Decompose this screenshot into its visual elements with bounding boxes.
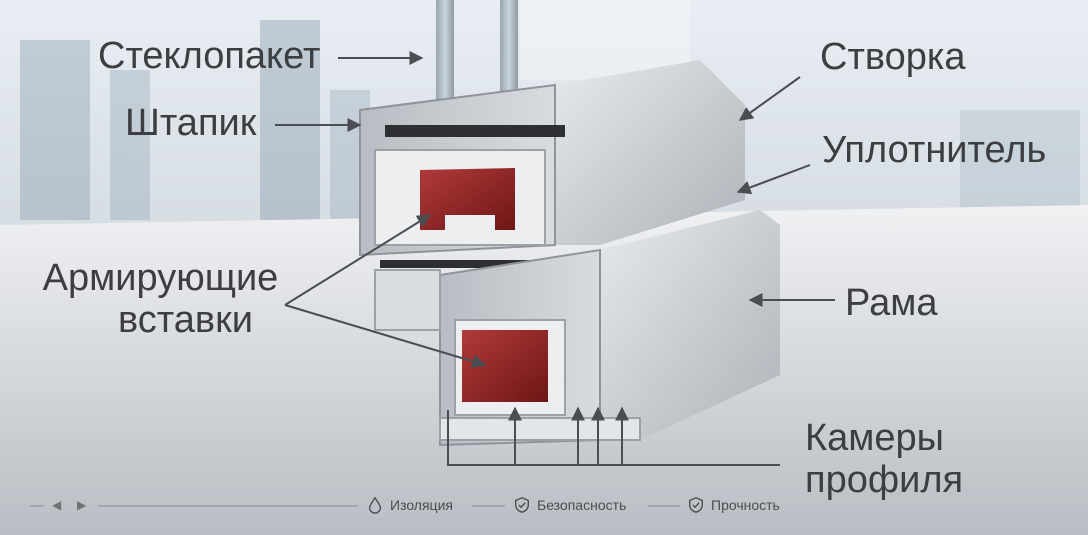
label-seal: Уплотнитель xyxy=(822,129,1047,171)
label-chambers-line2: профиля xyxy=(805,458,964,501)
pointer-sash xyxy=(738,76,801,121)
label-bead: Штапик xyxy=(125,102,257,144)
droplet-icon xyxy=(368,496,382,514)
label-chambers-line1: Камеры xyxy=(805,417,944,459)
pointer-reinforcement-upper xyxy=(284,214,432,306)
shield-check-icon xyxy=(689,497,703,513)
feature-strength: Прочность xyxy=(687,496,780,514)
feature-safety: Безопасность xyxy=(513,496,626,514)
pointer-chambers-bracket xyxy=(447,410,780,466)
label-reinforcement-line1: Армирующие xyxy=(42,257,279,299)
pointer-seal xyxy=(736,164,811,195)
label-reinforcement: Армирующие вставки xyxy=(38,257,283,342)
feature-isolation-label: Изоляция xyxy=(390,497,453,513)
shield-check-icon xyxy=(515,497,529,513)
footer-bar: ◀ ▶ Изоляция Безопасность Прочность xyxy=(0,486,1088,526)
feature-safety-label: Безопасность xyxy=(537,497,627,513)
feature-isolation: Изоляция xyxy=(366,496,453,514)
footer-line xyxy=(30,505,680,507)
feature-strength-label: Прочность xyxy=(711,497,780,513)
background-buildings xyxy=(20,20,1080,220)
chevron-left-icon[interactable]: ◀ xyxy=(52,498,62,512)
label-glass-unit: Стеклопакет xyxy=(98,35,321,77)
sash-profile-shape xyxy=(359,60,745,268)
pointer-reinforcement-lower xyxy=(284,304,487,369)
label-sash: Створка xyxy=(820,36,966,78)
label-reinforcement-line2: вставки xyxy=(118,298,253,341)
frame-profile-shape xyxy=(374,210,780,447)
pointer-lines xyxy=(275,51,835,466)
chevron-right-icon[interactable]: ▶ xyxy=(77,498,87,512)
label-frame: Рама xyxy=(845,282,938,324)
label-chambers: Камеры профиля xyxy=(805,417,975,502)
